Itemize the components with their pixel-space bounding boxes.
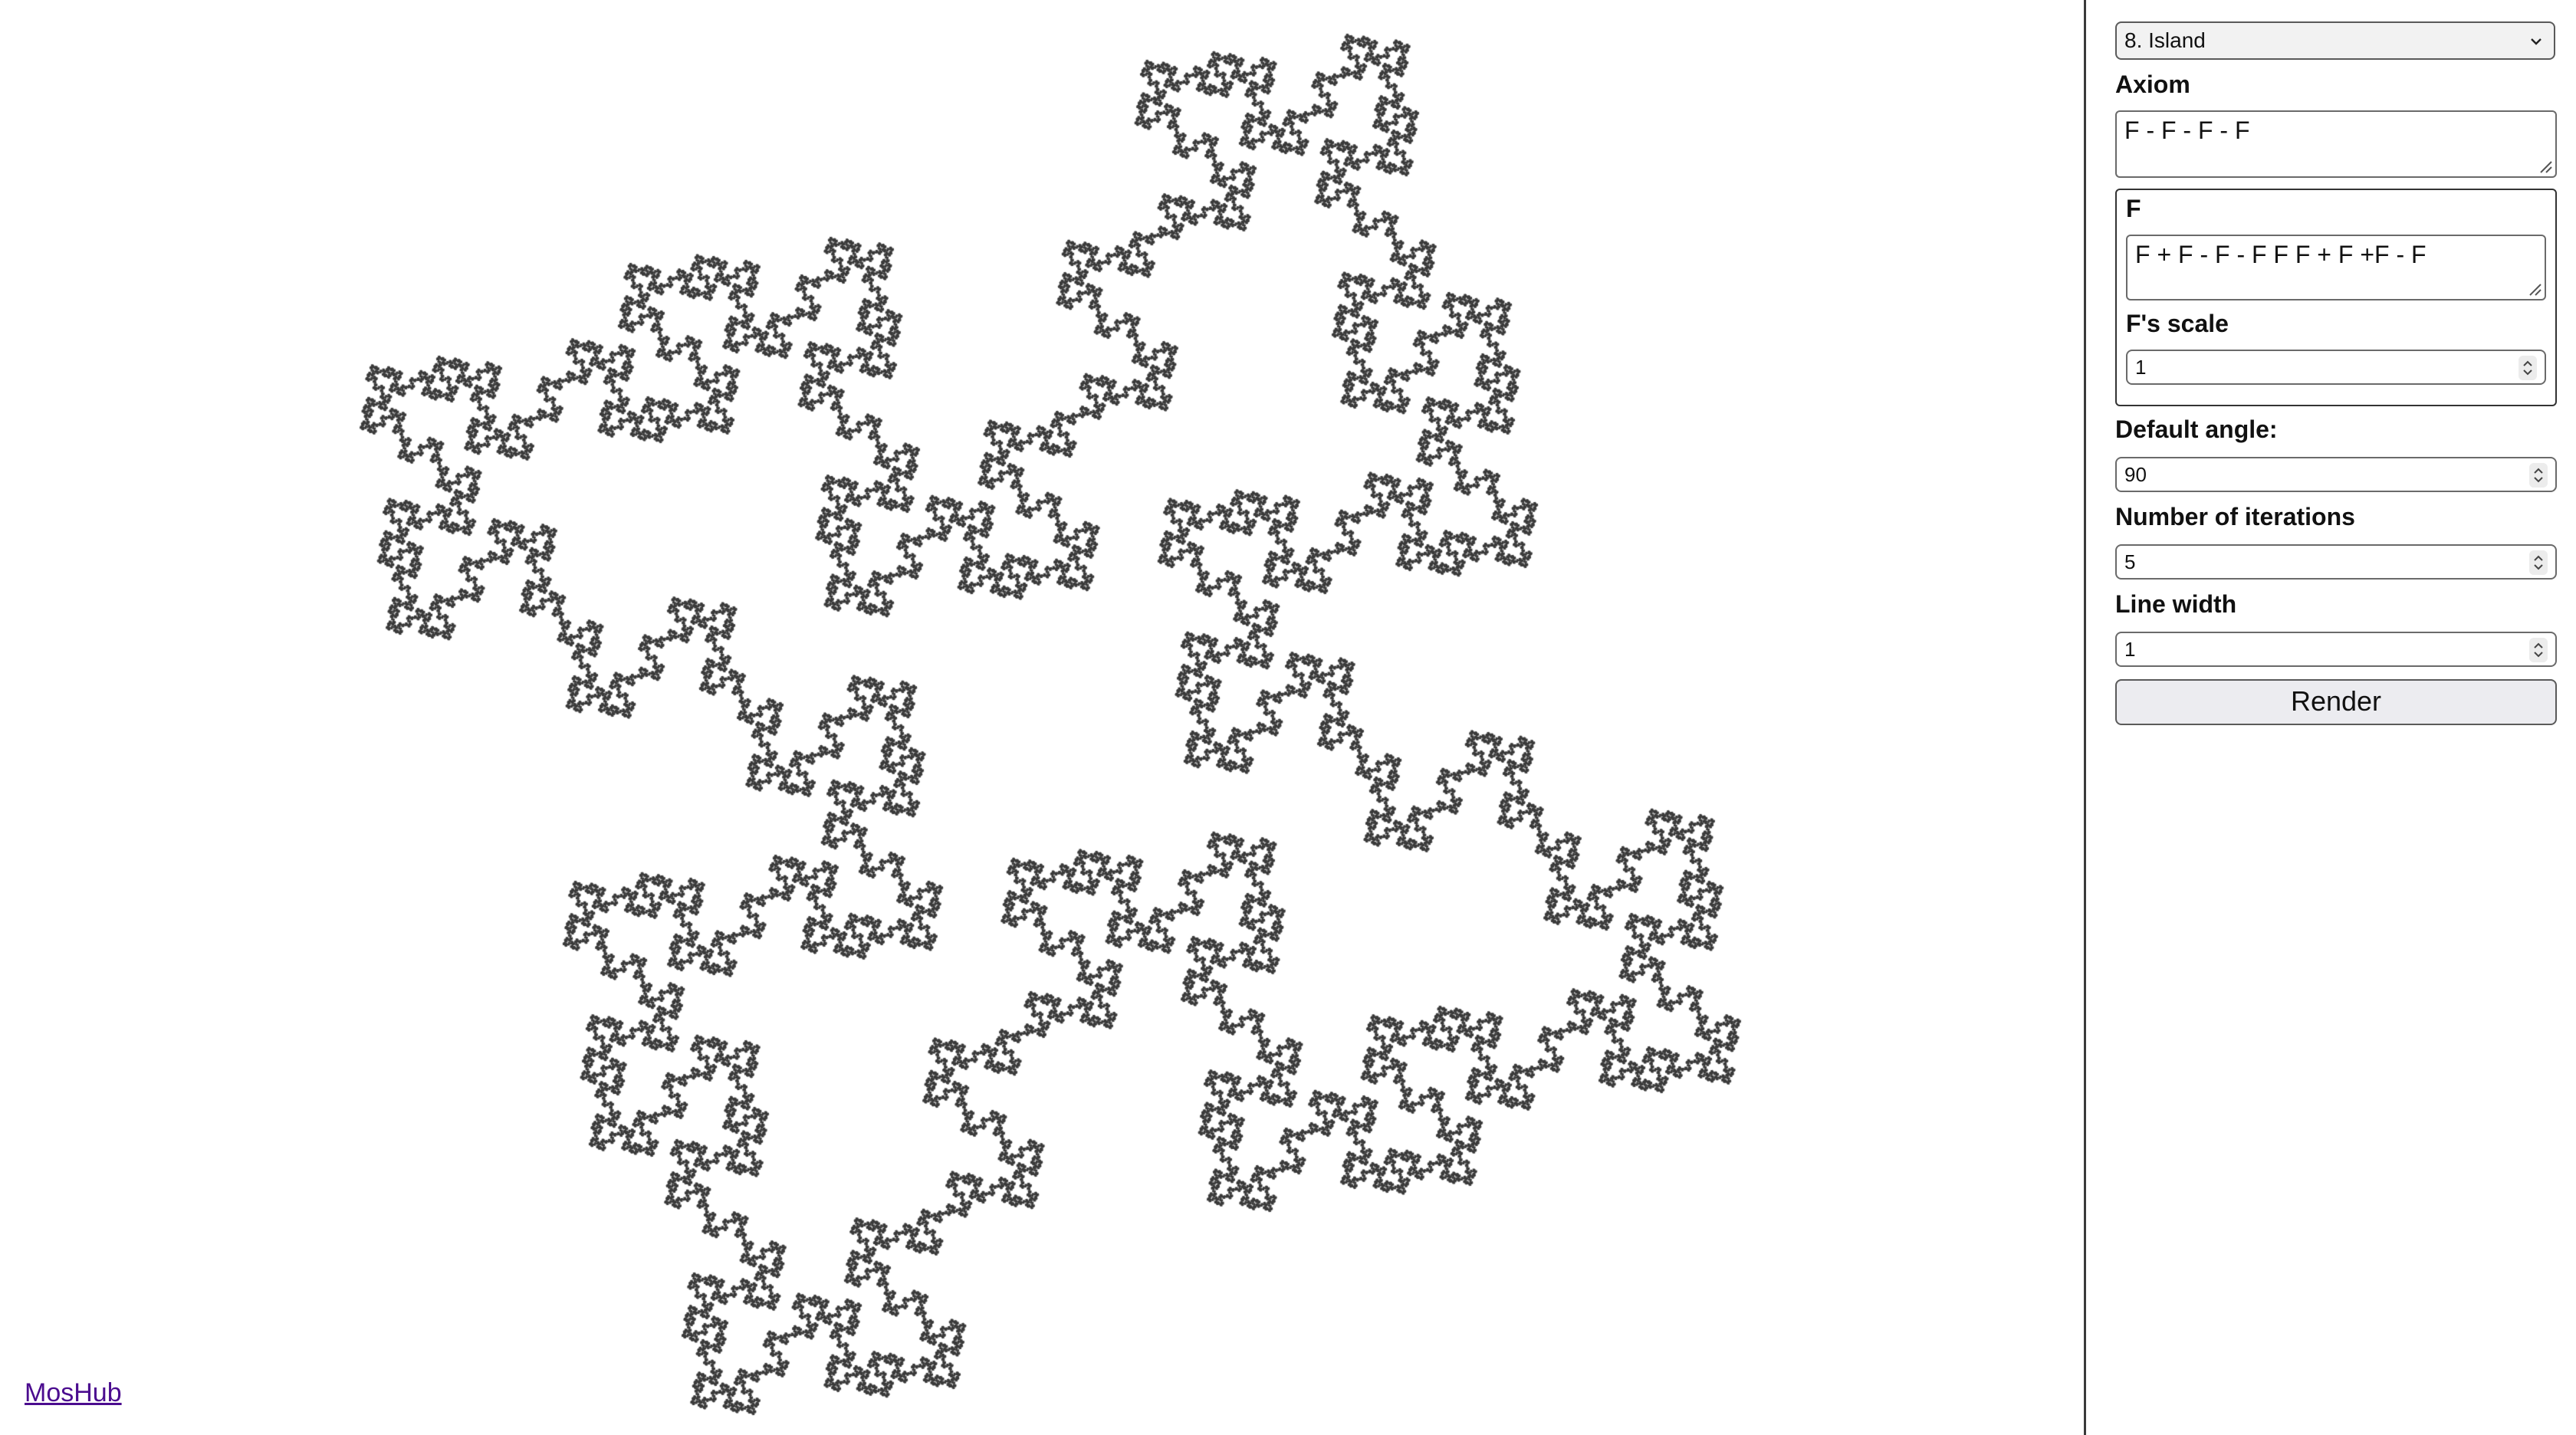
- iterations-input[interactable]: 5: [2115, 544, 2557, 580]
- scale-label: F's scale: [2126, 310, 2229, 337]
- spinner-icon[interactable]: [2518, 356, 2537, 380]
- preset-select[interactable]: 8. Island: [2115, 21, 2555, 60]
- line-width-value: 1: [2124, 638, 2136, 661]
- axiom-value: F - F - F - F: [2124, 117, 2250, 144]
- rule-value: F + F - F - F F F + F +F - F: [2135, 241, 2426, 268]
- rule-group: [2115, 189, 2557, 406]
- resize-grip-icon[interactable]: [2536, 157, 2553, 174]
- chevron-down-icon: [2531, 38, 2542, 45]
- iterations-label: Number of iterations: [2115, 503, 2355, 530]
- rule-textarea[interactable]: F + F - F - F F F + F +F - F: [2126, 235, 2546, 300]
- scale-input[interactable]: 1: [2126, 350, 2546, 385]
- preset-select-value: 8. Island: [2124, 28, 2206, 52]
- spinner-icon[interactable]: [2529, 638, 2548, 662]
- line-width-label: Line width: [2115, 590, 2237, 618]
- rule-label: F: [2126, 195, 2141, 222]
- line-width-input[interactable]: 1: [2115, 632, 2557, 667]
- canvas-area: MosHub: [0, 0, 2084, 1435]
- angle-label: Default angle:: [2115, 415, 2278, 443]
- axiom-label: Axiom: [2115, 71, 2190, 98]
- iterations-value: 5: [2124, 550, 2136, 573]
- control-panel: 8. Island Axiom F - F - F - F F F + F - …: [2084, 0, 2576, 1435]
- angle-input[interactable]: 90: [2115, 457, 2557, 492]
- axiom-textarea[interactable]: F - F - F - F: [2115, 110, 2557, 178]
- spinner-icon[interactable]: [2529, 463, 2548, 488]
- render-button[interactable]: Render: [2115, 679, 2557, 725]
- moshub-link[interactable]: MosHub: [25, 1378, 122, 1407]
- scale-value: 1: [2135, 356, 2147, 379]
- angle-value: 90: [2124, 463, 2147, 486]
- spinner-icon[interactable]: [2529, 550, 2548, 575]
- resize-grip-icon[interactable]: [2525, 280, 2542, 297]
- fractal-canvas[interactable]: [0, 0, 2084, 1435]
